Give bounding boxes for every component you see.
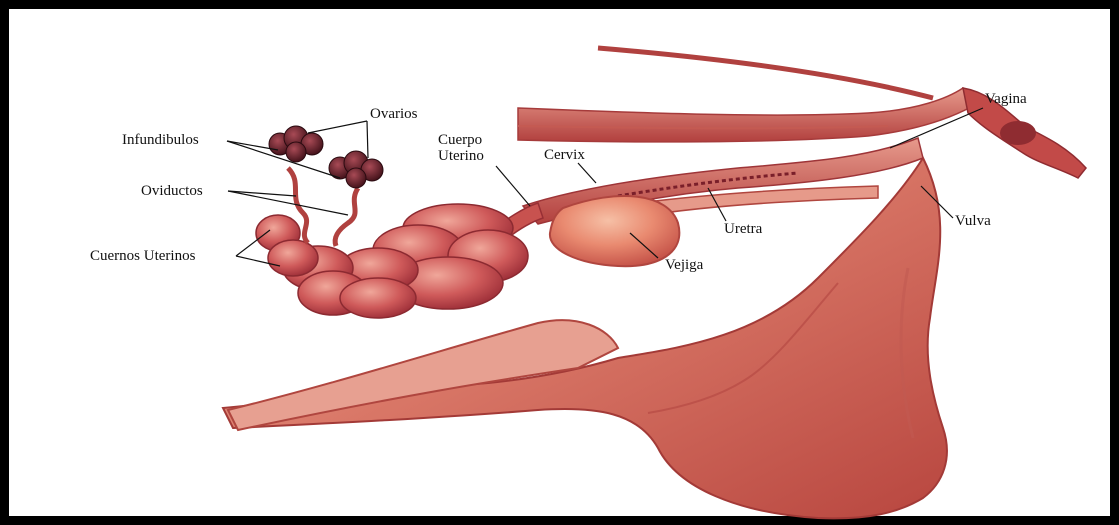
reproductive-tract-illustration — [18, 18, 1119, 525]
label-cervix: Cervix — [544, 148, 585, 163]
label-cuerpo-uterino-line1: Cuerpo — [438, 133, 482, 148]
label-vejiga: Vejiga — [665, 258, 703, 273]
label-cuerpo-uterino-line2: Uterino — [438, 149, 484, 164]
uterine-horns-shape — [256, 204, 528, 318]
oviduct-right — [335, 188, 358, 246]
diagram-canvas: Ovarios Infundibulos Oviductos Cuernos U… — [18, 18, 1119, 525]
label-oviductos: Oviductos — [141, 184, 203, 199]
label-ovarios: Ovarios — [370, 107, 418, 122]
label-vulva: Vulva — [955, 214, 991, 229]
bladder-shape — [550, 196, 679, 266]
label-infundibulos: Infundibulos — [122, 133, 199, 148]
label-cuernos-uterinos: Cuernos Uterinos — [90, 249, 195, 264]
ovaries-shape — [269, 126, 383, 188]
rectum-shape — [518, 88, 978, 142]
label-uretra: Uretra — [724, 222, 762, 237]
label-vagina: Vagina — [985, 92, 1027, 107]
